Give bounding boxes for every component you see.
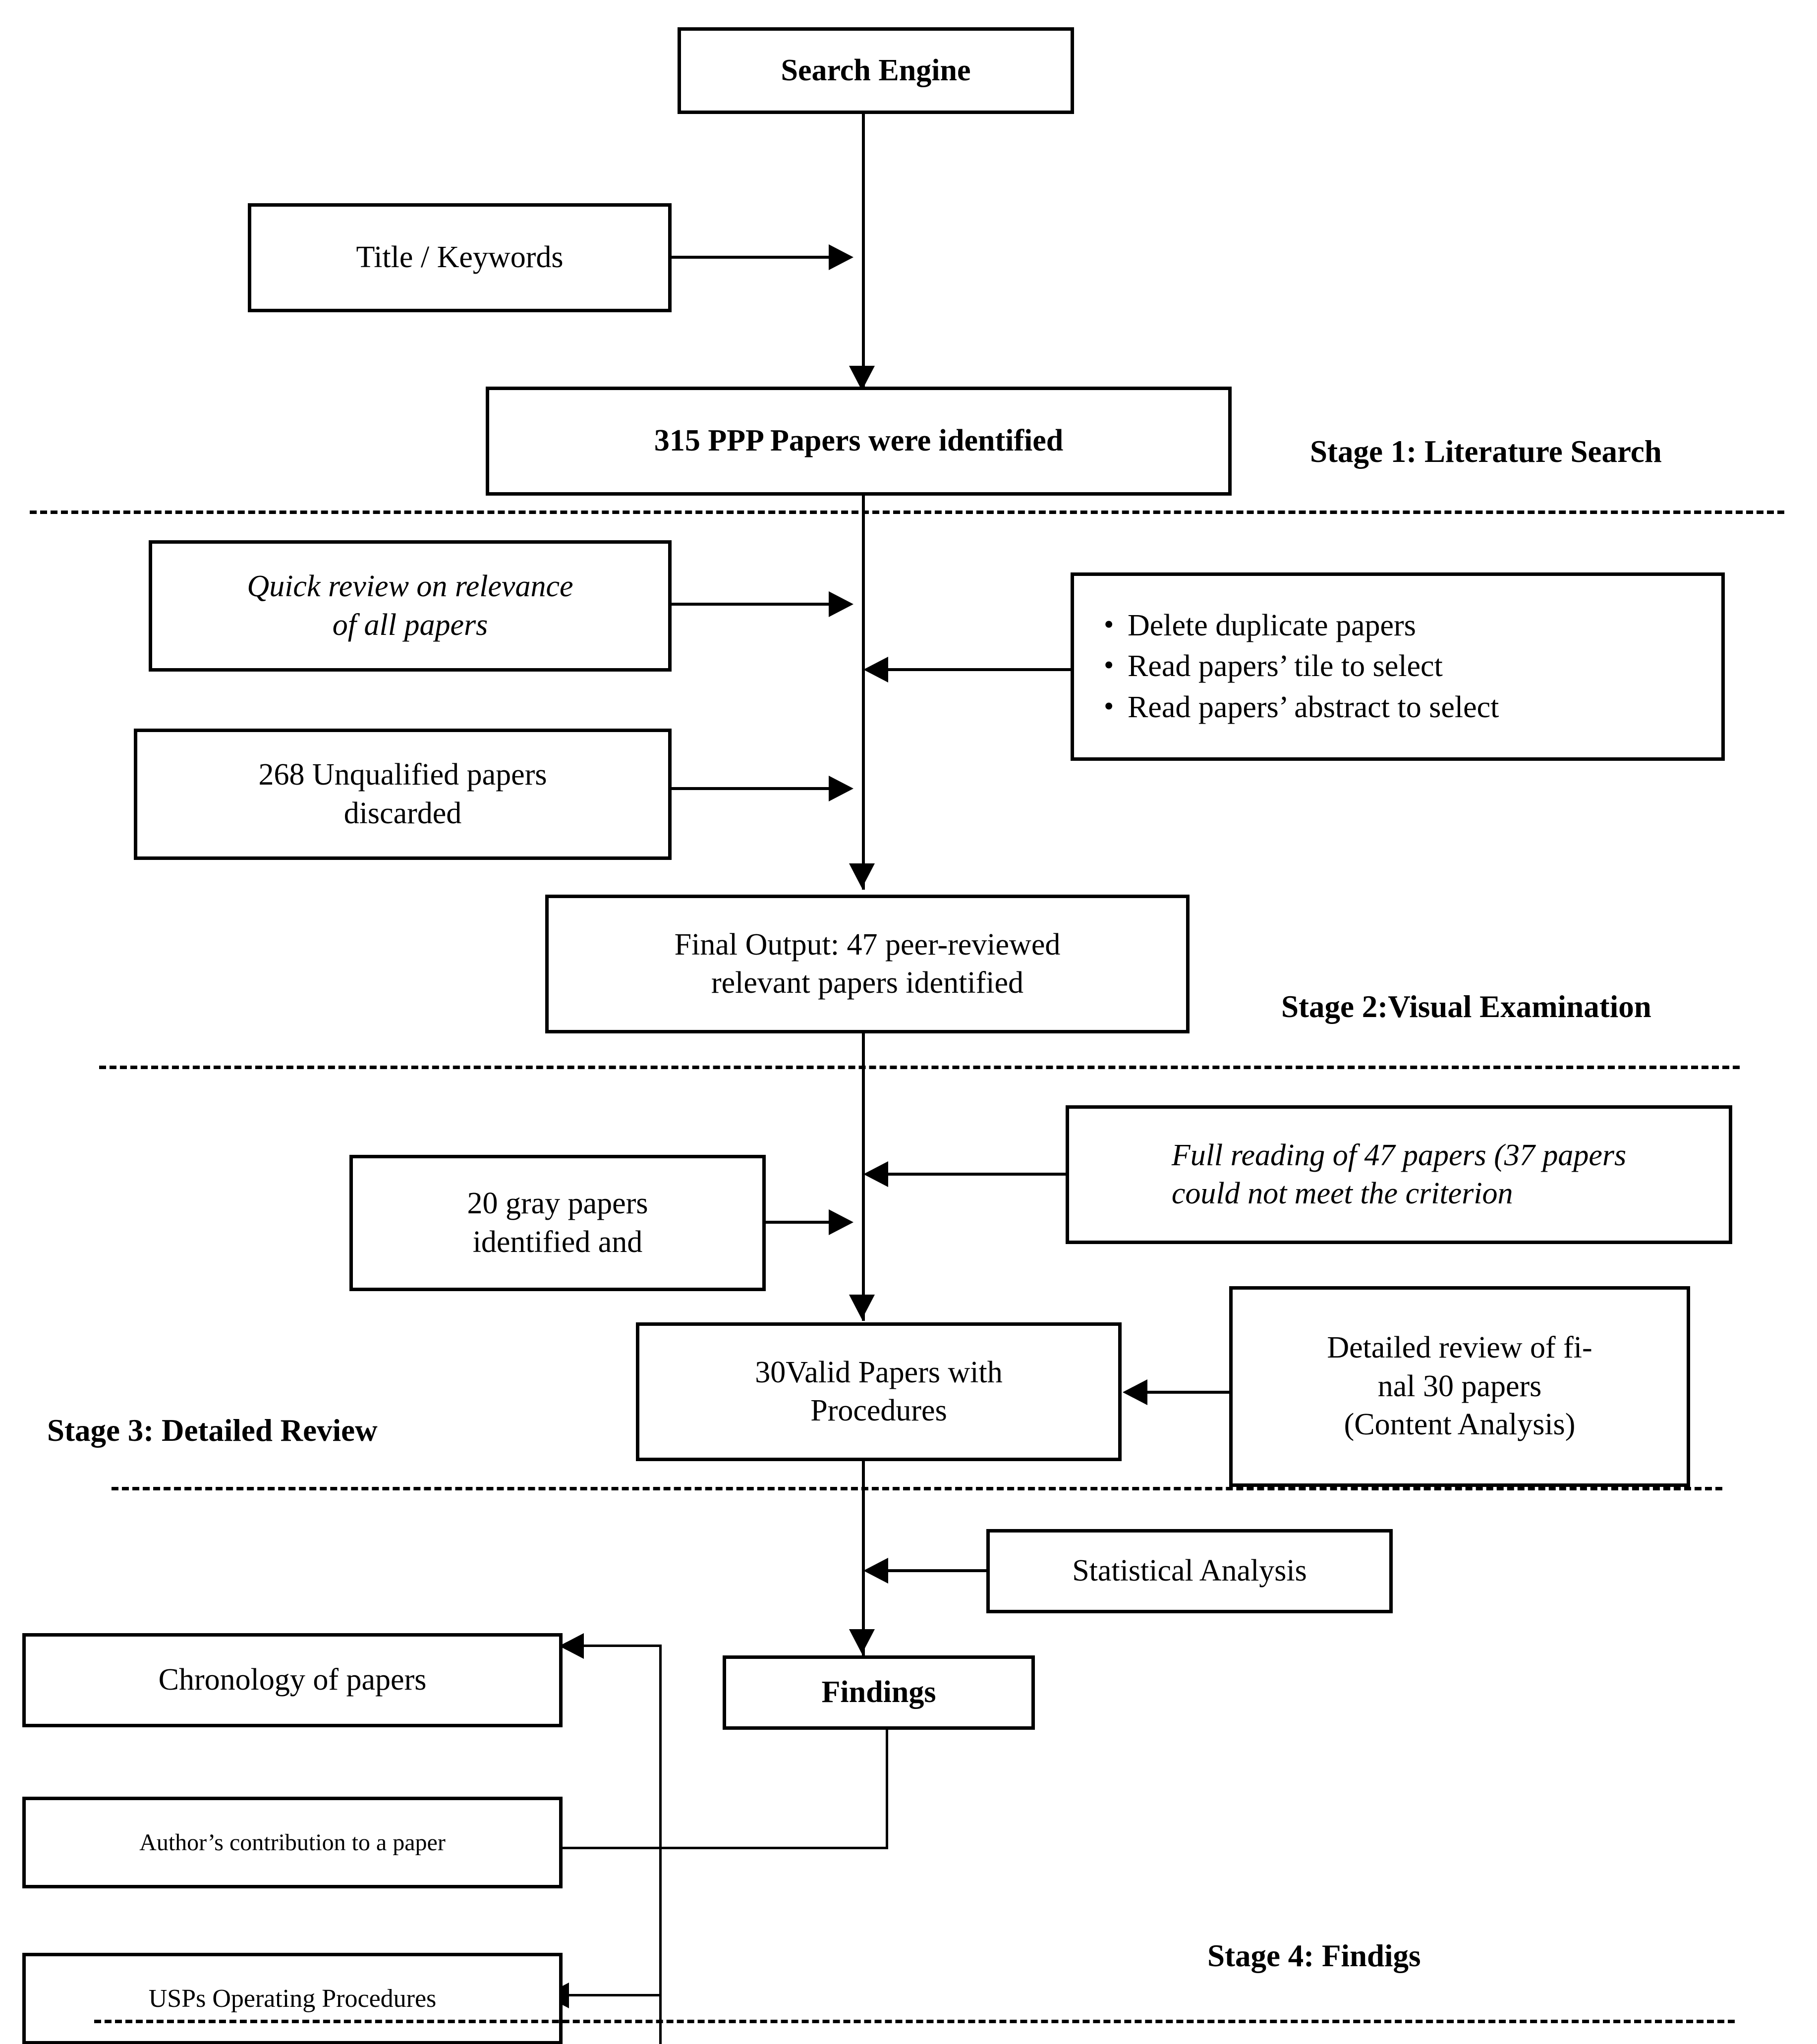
connector-detailedreview-to-validpapers [1147, 1391, 1232, 1394]
arrowhead-down-validpapers [849, 1295, 875, 1319]
connector-quickreview-to-spine [672, 603, 835, 606]
node-valid-papers-label: 30Valid Papers with Procedures [755, 1355, 1003, 1428]
arrowhead-right-titlekeywords [829, 244, 853, 270]
node-valid-papers[interactable]: 30Valid Papers with Procedures [636, 1322, 1122, 1461]
arrowhead-right-quickreview [829, 591, 853, 617]
node-detailed-review-label: Detailed review of fi- nal 30 papers (Co… [1327, 1331, 1592, 1442]
stage-divider-4 [94, 2020, 1735, 2023]
stage-label-3: Stage 3: Detailed Review [47, 1413, 378, 1448]
connector-fullreading-to-spine [887, 1173, 1068, 1176]
list-item-label: Read papers’ abstract to select [1128, 690, 1499, 724]
connector-search-to-identified [862, 114, 865, 392]
arrowhead-down-findings [849, 1629, 875, 1654]
stage-label-4: Stage 4: Findigs [1207, 1938, 1421, 1973]
node-title-keywords-label: Title / Keywords [356, 240, 564, 275]
node-final-output-label: Final Output: 47 peer-reviewed relevant … [674, 927, 1061, 1000]
node-statistical-analysis-label: Statistical Analysis [1072, 1554, 1307, 1588]
screening-bullet-list: • Delete duplicate papers • Read papers’… [1074, 595, 1721, 739]
node-gray-papers[interactable]: 20 gray papers identified and [349, 1155, 766, 1291]
node-full-reading-label: Full reading of 47 papers (37 papers cou… [1171, 1138, 1627, 1211]
stage-divider-3 [112, 1487, 1722, 1490]
connector-statistical-to-spine [887, 1569, 989, 1572]
node-search-engine[interactable]: Search Engine [678, 27, 1074, 114]
connector-bus-to-chronology [582, 1645, 662, 1647]
node-final-output[interactable]: Final Output: 47 peer-reviewed relevant … [545, 895, 1190, 1033]
stage-label-2: Stage 2:Visual Examination [1281, 989, 1651, 1024]
connector-screening-to-spine [887, 668, 1073, 671]
list-item: • Delete duplicate papers [1104, 607, 1706, 645]
node-author-contribution[interactable]: Author’s contribution to a paper [22, 1797, 563, 1888]
arrowhead-left-detailedreview [1123, 1379, 1147, 1405]
list-item: • Read papers’ tile to select [1104, 648, 1706, 685]
node-papers-identified-label: 315 PPP Papers were identified [654, 424, 1064, 458]
node-usps-procedures-label: USPs Operating Procedures [148, 1985, 437, 2013]
stage-divider-2 [99, 1066, 1740, 1069]
node-detailed-review[interactable]: Detailed review of fi- nal 30 papers (Co… [1229, 1286, 1690, 1487]
node-unqualified-discarded-label: 268 Unqualified papers discarded [258, 758, 547, 830]
connector-findings-bus-vertical [659, 1645, 662, 2044]
bullet-dot-icon: • [1104, 608, 1114, 640]
arrowhead-right-unqualified [829, 776, 853, 801]
arrowhead-left-statistical [863, 1558, 888, 1584]
bullet-dot-icon: • [1104, 649, 1114, 681]
node-gray-papers-label: 20 gray papers identified and [467, 1187, 648, 1259]
node-quick-review-label: Quick review on relevance of all papers [247, 569, 573, 642]
connector-unqualified-to-spine [672, 787, 835, 790]
list-item-label: Read papers’ tile to select [1128, 649, 1443, 683]
connector-spine-stage2 [862, 496, 865, 890]
node-chronology[interactable]: Chronology of papers [22, 1633, 563, 1727]
stage-divider-1 [30, 511, 1784, 514]
connector-titlekeywords-to-spine [672, 256, 835, 259]
list-item-label: Delete duplicate papers [1128, 608, 1416, 642]
arrowhead-down-identified [849, 366, 875, 391]
connector-findings-bus-horizontal [560, 1847, 887, 1849]
node-statistical-analysis[interactable]: Statistical Analysis [986, 1529, 1393, 1613]
connector-graypapers-to-spine [766, 1221, 835, 1224]
node-search-engine-label: Search Engine [781, 53, 971, 87]
arrowhead-down-finaloutput [849, 863, 875, 888]
stage-label-1: Stage 1: Literature Search [1310, 434, 1662, 469]
node-findings[interactable]: Findings [723, 1655, 1035, 1730]
node-chronology-label: Chronology of papers [158, 1663, 427, 1697]
connector-bus-to-usps [568, 1994, 662, 1996]
arrowhead-right-graypapers [829, 1209, 853, 1235]
node-title-keywords[interactable]: Title / Keywords [248, 203, 672, 312]
node-full-reading[interactable]: Full reading of 47 papers (37 papers cou… [1066, 1105, 1732, 1244]
node-author-contribution-label: Author’s contribution to a paper [139, 1829, 446, 1856]
connector-findings-down [886, 1730, 888, 1849]
node-unqualified-discarded[interactable]: 268 Unqualified papers discarded [134, 729, 672, 860]
node-screening-criteria[interactable]: • Delete duplicate papers • Read papers’… [1071, 572, 1725, 761]
node-quick-review[interactable]: Quick review on relevance of all papers [149, 540, 672, 672]
arrowhead-left-fullreading [863, 1161, 888, 1187]
arrowhead-left-chronology [559, 1633, 584, 1659]
bullet-dot-icon: • [1104, 689, 1114, 722]
node-usps-procedures[interactable]: USPs Operating Procedures [22, 1953, 563, 2044]
node-findings-label: Findings [821, 1675, 936, 1709]
arrowhead-left-screening [863, 657, 888, 682]
list-item: • Read papers’ abstract to select [1104, 689, 1706, 727]
node-papers-identified[interactable]: 315 PPP Papers were identified [486, 387, 1232, 496]
